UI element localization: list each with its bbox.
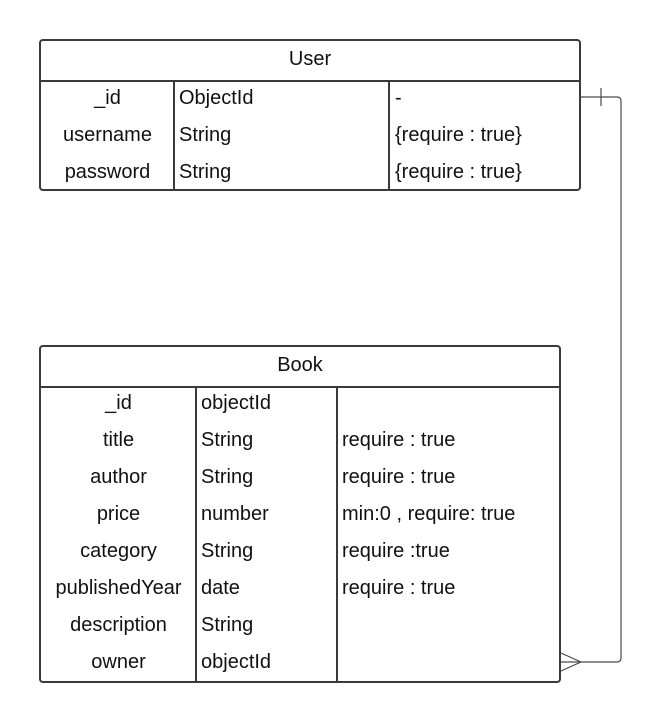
field-constraint: require : true	[342, 577, 456, 599]
user-entity[interactable]: User _id ObjectId - username String {req…	[39, 39, 581, 191]
field-type: objectId	[201, 651, 272, 673]
user-field-row-username: username String {require : true}	[41, 117, 579, 154]
field-name: price	[96, 503, 141, 525]
book-field-row-id: _id objectId	[41, 385, 559, 422]
field-constraint: {require : true}	[395, 161, 522, 183]
field-type: ObjectId	[179, 87, 254, 109]
book-column-divider-1	[195, 386, 197, 681]
field-name: description	[70, 614, 167, 636]
user-column-divider-1	[173, 80, 175, 189]
book-field-row-title: title String require : true	[41, 422, 559, 459]
book-field-row-published-year: publishedYear date require : true	[41, 570, 559, 607]
book-entity[interactable]: Book _id objectId title String require :…	[39, 345, 561, 683]
field-type: number	[201, 503, 269, 525]
book-field-row-category: category String require :true	[41, 533, 559, 570]
book-field-row-owner: owner objectId	[41, 644, 559, 681]
field-name: password	[64, 161, 151, 183]
field-type: String	[201, 429, 254, 451]
field-name: owner	[91, 651, 146, 673]
user-column-divider-2	[388, 80, 390, 189]
field-type: objectId	[201, 392, 272, 414]
field-name: username	[63, 124, 152, 146]
many-cardinality-crowfoot	[560, 652, 582, 672]
user-entity-title: User	[41, 41, 579, 82]
user-field-row-id: _id ObjectId -	[41, 80, 579, 117]
field-type: String	[179, 124, 232, 146]
field-constraint: require :true	[342, 540, 450, 562]
field-name: _id	[94, 87, 121, 109]
field-name: publishedYear	[55, 577, 182, 599]
field-constraint: require : true	[342, 429, 456, 451]
field-type: String	[201, 540, 254, 562]
book-entity-title: Book	[41, 347, 559, 388]
book-field-row-description: description String	[41, 607, 559, 644]
book-field-row-price: price number min:0 , require: true	[41, 496, 559, 533]
field-constraint: {require : true}	[395, 124, 522, 146]
field-type: String	[201, 466, 254, 488]
field-constraint: require : true	[342, 466, 456, 488]
field-type: date	[201, 577, 240, 599]
field-constraint: min:0 , require: true	[342, 503, 516, 525]
user-field-row-password: password String {require : true}	[41, 154, 579, 191]
field-constraint: -	[395, 87, 402, 109]
field-name: _id	[105, 392, 132, 414]
field-name: title	[102, 429, 135, 451]
book-field-row-author: author String require : true	[41, 459, 559, 496]
field-type: String	[201, 614, 254, 636]
field-type: String	[179, 161, 232, 183]
book-column-divider-2	[336, 386, 338, 681]
field-name: author	[90, 466, 147, 488]
field-name: category	[80, 540, 157, 562]
